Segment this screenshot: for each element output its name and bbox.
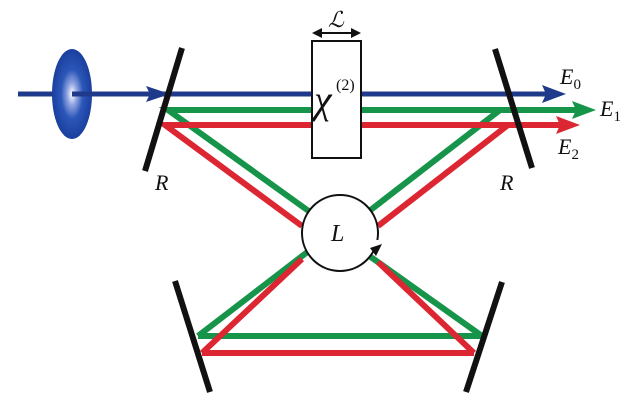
e2-subscript: 2 <box>571 147 579 163</box>
loop-gap <box>374 240 382 250</box>
signal-cross-left <box>196 247 312 339</box>
chi2-crystal <box>311 40 362 159</box>
e1-subscript: 1 <box>613 109 621 125</box>
loop-circle <box>301 194 379 272</box>
idler-cross-left <box>199 256 305 356</box>
idler-upper-right <box>376 122 510 229</box>
idler-loop <box>155 122 566 229</box>
e2-arrowhead <box>556 116 580 134</box>
e1-arrowhead <box>572 101 596 119</box>
length-label: ℒ <box>328 7 345 32</box>
crystal-order-label: (2) <box>336 77 355 94</box>
mirror-right-label: R <box>499 170 514 195</box>
mirror-left-bottom <box>172 280 213 393</box>
e0-arrowhead <box>542 85 566 103</box>
signal-beam-path <box>158 107 580 339</box>
e0-subscript: 0 <box>573 77 581 93</box>
pump-arrowhead-input <box>146 86 170 102</box>
e2-label: E2 <box>557 134 579 163</box>
crystal-chi-label: χ <box>310 77 333 122</box>
length-arrow-right-head <box>351 28 361 38</box>
e0-letter: E <box>559 64 574 89</box>
e1-letter: E <box>599 96 614 121</box>
signal-loop <box>158 107 580 215</box>
mirror-right-top <box>492 48 535 169</box>
loop-arrowhead-icon <box>370 244 382 256</box>
e1-label: E1 <box>599 96 621 125</box>
idler-beam-path <box>155 122 566 356</box>
loop-label: L <box>330 221 344 247</box>
length-arrow-left-head <box>312 28 322 38</box>
e2-letter: E <box>557 134 572 159</box>
idler-cross-right <box>375 259 477 356</box>
mirror-left-label: R <box>154 170 169 195</box>
e0-label: E0 <box>559 64 581 93</box>
mirror-left-top <box>142 47 185 172</box>
mirror-right-bottom <box>463 281 505 393</box>
